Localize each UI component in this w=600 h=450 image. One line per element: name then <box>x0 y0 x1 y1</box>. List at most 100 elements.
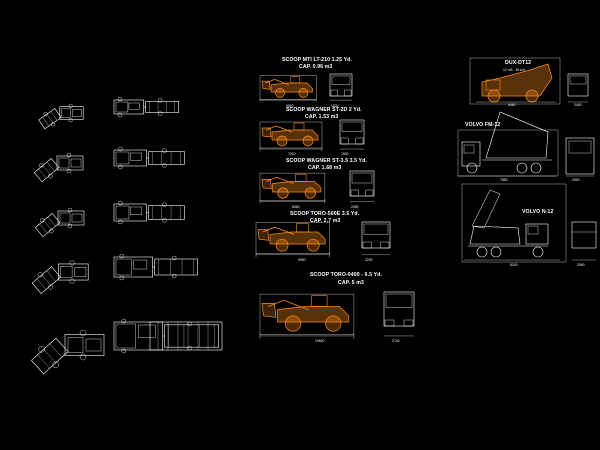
scoop-3-title: SCOOP WAGNER ST-3.5 3.5 Yd. <box>286 158 367 164</box>
bent-bucket-rib <box>46 270 56 282</box>
bent-bucket-rib <box>39 223 48 234</box>
scoop-5-length-dim: 10820 <box>315 339 325 343</box>
bent-wheel <box>79 329 87 337</box>
truck-1-width-dim: 2450 <box>574 103 582 107</box>
scoop-body <box>270 82 313 93</box>
truck-1-rear-wheel <box>525 89 539 103</box>
scoop-bucket <box>261 303 277 318</box>
truck-2-wheel <box>516 162 528 174</box>
truck-1-front-wheel <box>487 89 501 103</box>
bent-front-section <box>33 157 60 183</box>
scoop-5-capacity: CAP. 5 m3 <box>338 280 364 286</box>
front-view-cab <box>363 223 389 235</box>
bent-wheel <box>43 112 48 117</box>
front-view-wheel <box>362 241 372 249</box>
plan-wheel <box>162 163 167 168</box>
scoop-frame <box>259 293 355 335</box>
scoop-front-wheel <box>275 238 289 252</box>
bent-rear-section <box>59 103 84 123</box>
plan-wheel <box>162 148 167 153</box>
bent-bucket-rib <box>42 117 50 127</box>
scoop-2-title: SCOOP WAGNER ST-2D 2 Yd. <box>286 107 362 113</box>
truck-3-width-dim: 2550 <box>577 263 585 267</box>
bent-wheel <box>50 122 55 127</box>
plan-wheel <box>117 112 123 118</box>
front-view-wheel <box>350 189 359 197</box>
bent-wheel <box>66 168 72 174</box>
plan-cab <box>138 324 156 338</box>
scoop-cab <box>311 295 328 307</box>
front-view-wheel <box>384 319 395 327</box>
bent-wheel <box>69 260 75 266</box>
bent-body <box>64 334 105 356</box>
plan-wheel <box>119 253 124 259</box>
scoop-1-length-dim: 6520 <box>286 104 294 108</box>
bent-bucket-rib <box>41 274 51 286</box>
plan-wheel <box>118 164 123 170</box>
front-view-wheel <box>380 241 390 249</box>
bent-cab <box>59 212 71 224</box>
straight-plan-3 <box>113 200 185 225</box>
truck-3-frame <box>461 183 567 263</box>
scoop-3 <box>259 170 375 204</box>
scoop-4-length-dim: 9060 <box>298 258 306 262</box>
scoop-rear-wheel <box>306 238 320 252</box>
truck-2-width-dim: 2500 <box>572 178 580 182</box>
scoop-bucket <box>257 229 270 241</box>
scoop-body <box>277 306 350 323</box>
straight-plan-2 <box>113 146 185 170</box>
scoop-body <box>271 129 319 141</box>
scoop-1-title: SCOOP MTI LT-210 1.25 Yd. <box>282 57 352 63</box>
truck-1-dump-body <box>481 63 553 97</box>
straight-plan-4 <box>113 253 198 281</box>
truck-3-wheel <box>490 246 502 258</box>
bent-wheel <box>69 278 75 284</box>
bent-body <box>57 210 85 226</box>
plan-wheel <box>118 219 123 225</box>
truck-3-title: VOLVO N-12 <box>522 209 554 215</box>
scoop-frame <box>259 75 317 100</box>
bent-bucket <box>38 108 62 130</box>
scoop-front-view <box>329 73 353 101</box>
bent-bucket-rib <box>38 168 47 179</box>
plan-cab <box>129 152 142 161</box>
truck-2-wheel <box>530 162 542 174</box>
front-view-body <box>349 170 375 197</box>
truck-3-length-dim: 8240 <box>510 263 518 267</box>
scoop-rear-wheel <box>304 187 316 199</box>
scoop-front-wheel <box>284 315 302 332</box>
truck-1-subtitle: 12 m3 - 38 ton <box>503 68 525 72</box>
plan-wheel <box>162 218 167 223</box>
truck-volvo-fm12 <box>457 111 595 177</box>
scoop-cab <box>295 173 307 182</box>
scoop-2-length-dim: 7010 <box>288 152 296 156</box>
bent-wheel <box>38 346 45 353</box>
plan-engine <box>115 101 129 113</box>
truck-3-raised-body <box>471 189 501 229</box>
scoop-rear-wheel <box>302 135 314 147</box>
bent-bucket-rib <box>37 354 50 369</box>
plan-cab <box>128 102 140 110</box>
scoop-4-title: SCOOP TORO-500E 3.5 Yd. <box>290 211 360 217</box>
plan-wheel <box>157 111 163 116</box>
scoop-2 <box>259 119 365 151</box>
plan-wheel <box>171 273 177 279</box>
plan-wheel <box>121 348 126 354</box>
bent-cab <box>61 108 71 118</box>
bent-rear-section <box>56 152 84 174</box>
scoop-5-width-dim: 2740 <box>392 339 400 343</box>
bent-wheel <box>49 228 54 234</box>
bent-bucket <box>33 157 60 183</box>
scoop-front-view <box>383 291 415 337</box>
straight-plan-1 <box>113 96 179 118</box>
turning-plan-3 <box>34 207 85 238</box>
scoop-5 <box>259 291 415 340</box>
bent-bucket-rib <box>49 343 63 358</box>
scoop-boom <box>265 78 290 86</box>
scoop-front-view <box>361 221 391 255</box>
scoop-elevations <box>255 73 415 340</box>
truck-1-title: DUX-DT12 <box>505 60 532 66</box>
scoop-bucket <box>261 179 272 190</box>
truck-3-window <box>527 225 539 235</box>
bent-bucket-rib <box>46 161 55 172</box>
